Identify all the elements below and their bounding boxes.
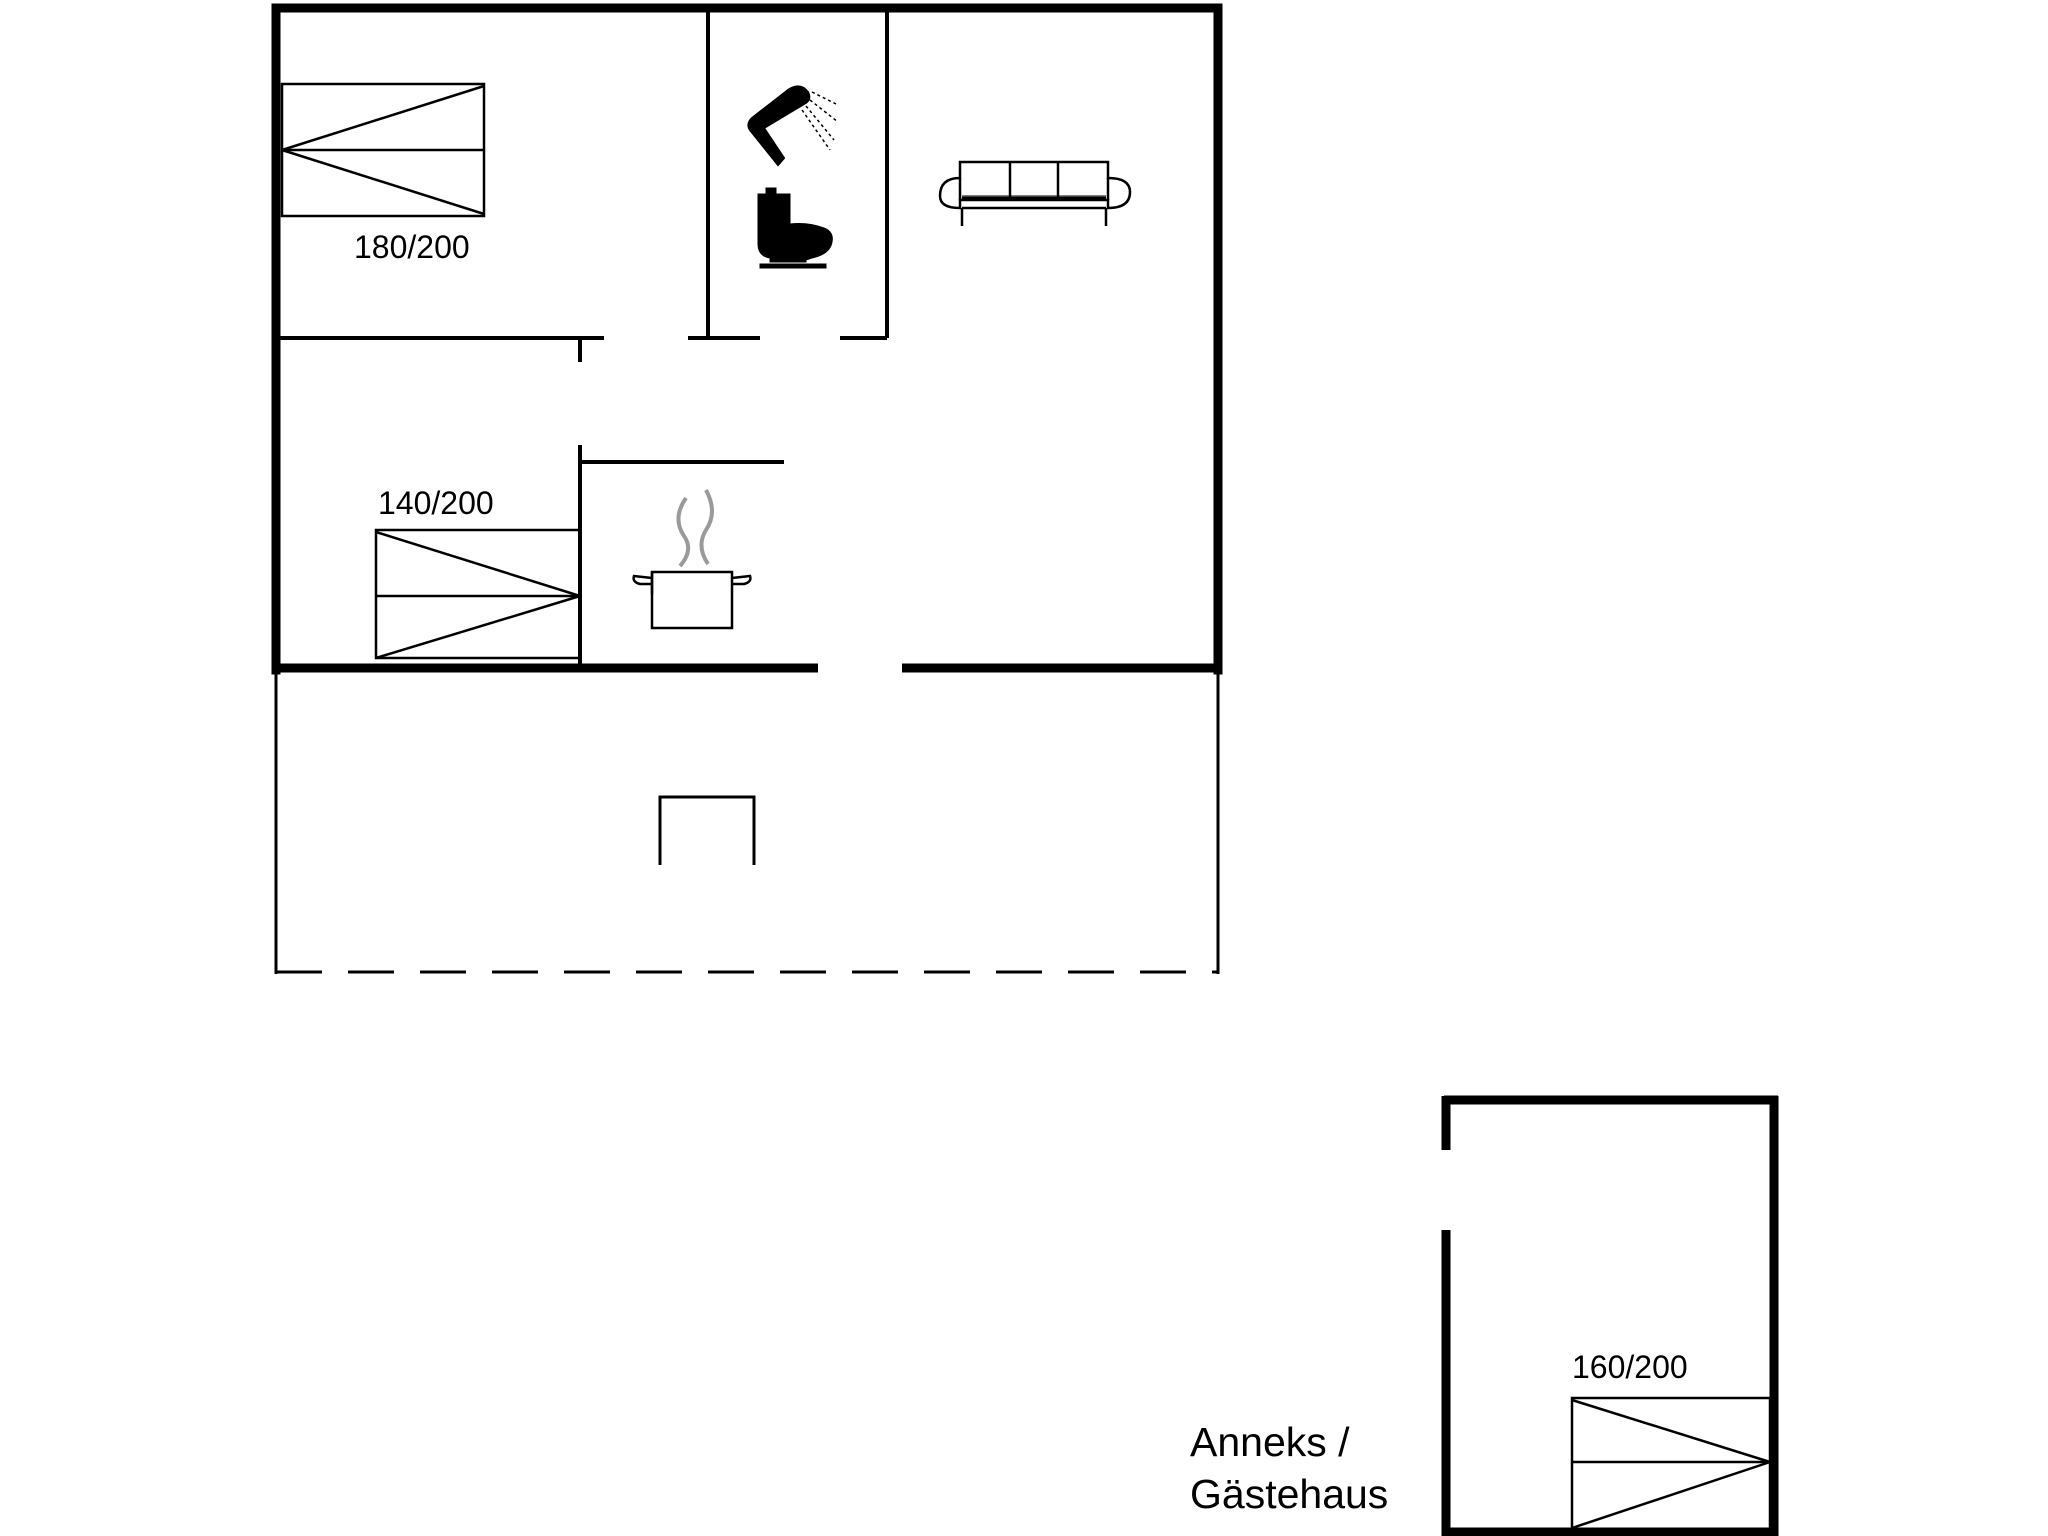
terrace-outline: [274, 670, 1220, 974]
toilet-icon: [757, 187, 833, 269]
bed-160-200: [1570, 1396, 1772, 1532]
fireplace-icon: [658, 795, 756, 865]
annex-label-line2: Gästehaus: [1190, 1471, 1388, 1517]
bed-size-label: 180/200: [354, 229, 470, 265]
bed-size-label: 140/200: [378, 485, 494, 521]
annex-walls: [1441, 1095, 1779, 1536]
cooking-pot-icon: [632, 489, 752, 630]
sofa-icon: [938, 160, 1132, 226]
annex-label-line1: Anneks /: [1190, 1419, 1350, 1465]
main-house-walls: [271, 3, 1223, 675]
shower-icon: [747, 85, 839, 167]
bed-180-200: [280, 82, 486, 218]
bed-140-200: [374, 528, 582, 660]
bed-size-label: 160/200: [1572, 1349, 1688, 1385]
